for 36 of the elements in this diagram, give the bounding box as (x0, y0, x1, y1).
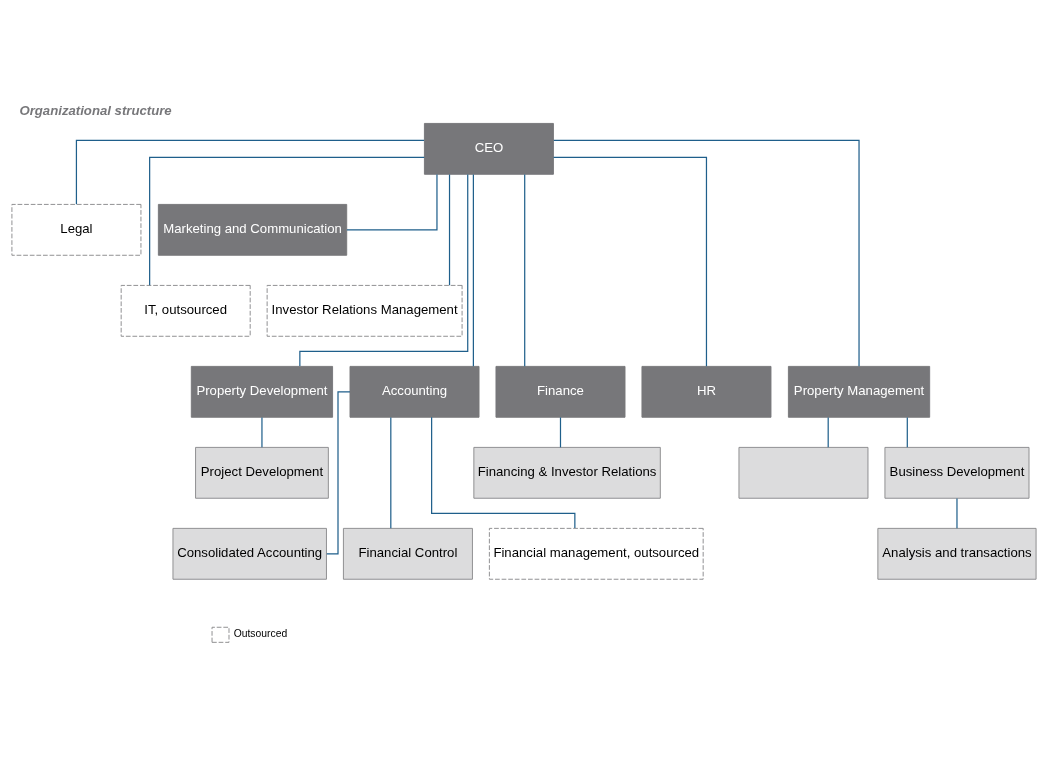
node-box: Financial Control (342, 527, 473, 580)
connector (906, 416, 908, 448)
connector (431, 416, 576, 529)
node-box: Legal (11, 203, 142, 256)
node-box: Analysis and transactions (877, 527, 1037, 580)
node-box: Business Development (884, 446, 1030, 499)
node-box: CEO (423, 122, 554, 175)
connector (149, 156, 425, 286)
node-box: Property Management (787, 365, 931, 418)
node-box: IT, outsourced (120, 284, 251, 337)
node-box: Financial management, outsourced (488, 527, 704, 580)
connector (956, 497, 958, 529)
node-box: HR (641, 365, 772, 418)
node-box: Marketing and Communication (157, 203, 348, 256)
node-box: Investor Relations Management (266, 284, 463, 337)
connector (553, 139, 860, 367)
node-box: Property Development (190, 365, 334, 418)
node-box: Finance (495, 365, 626, 418)
connector (472, 173, 474, 367)
node-box: Consolidated Accounting (172, 527, 327, 580)
connector (75, 139, 425, 205)
diagram-title: Organizational structure (19, 103, 172, 119)
connector (346, 173, 438, 231)
node-box: Project Development (195, 446, 329, 499)
node-box: Accounting (349, 365, 480, 418)
connector (827, 416, 829, 448)
connector (299, 173, 469, 367)
node-box (738, 446, 869, 499)
connector (261, 416, 263, 448)
connector (559, 416, 562, 448)
connector (390, 416, 392, 529)
legend-label: Outsourced (233, 628, 288, 640)
connector (448, 173, 451, 286)
connector (553, 156, 708, 367)
connector (524, 173, 526, 367)
node-box: Financing & Investor Relations (473, 446, 661, 499)
